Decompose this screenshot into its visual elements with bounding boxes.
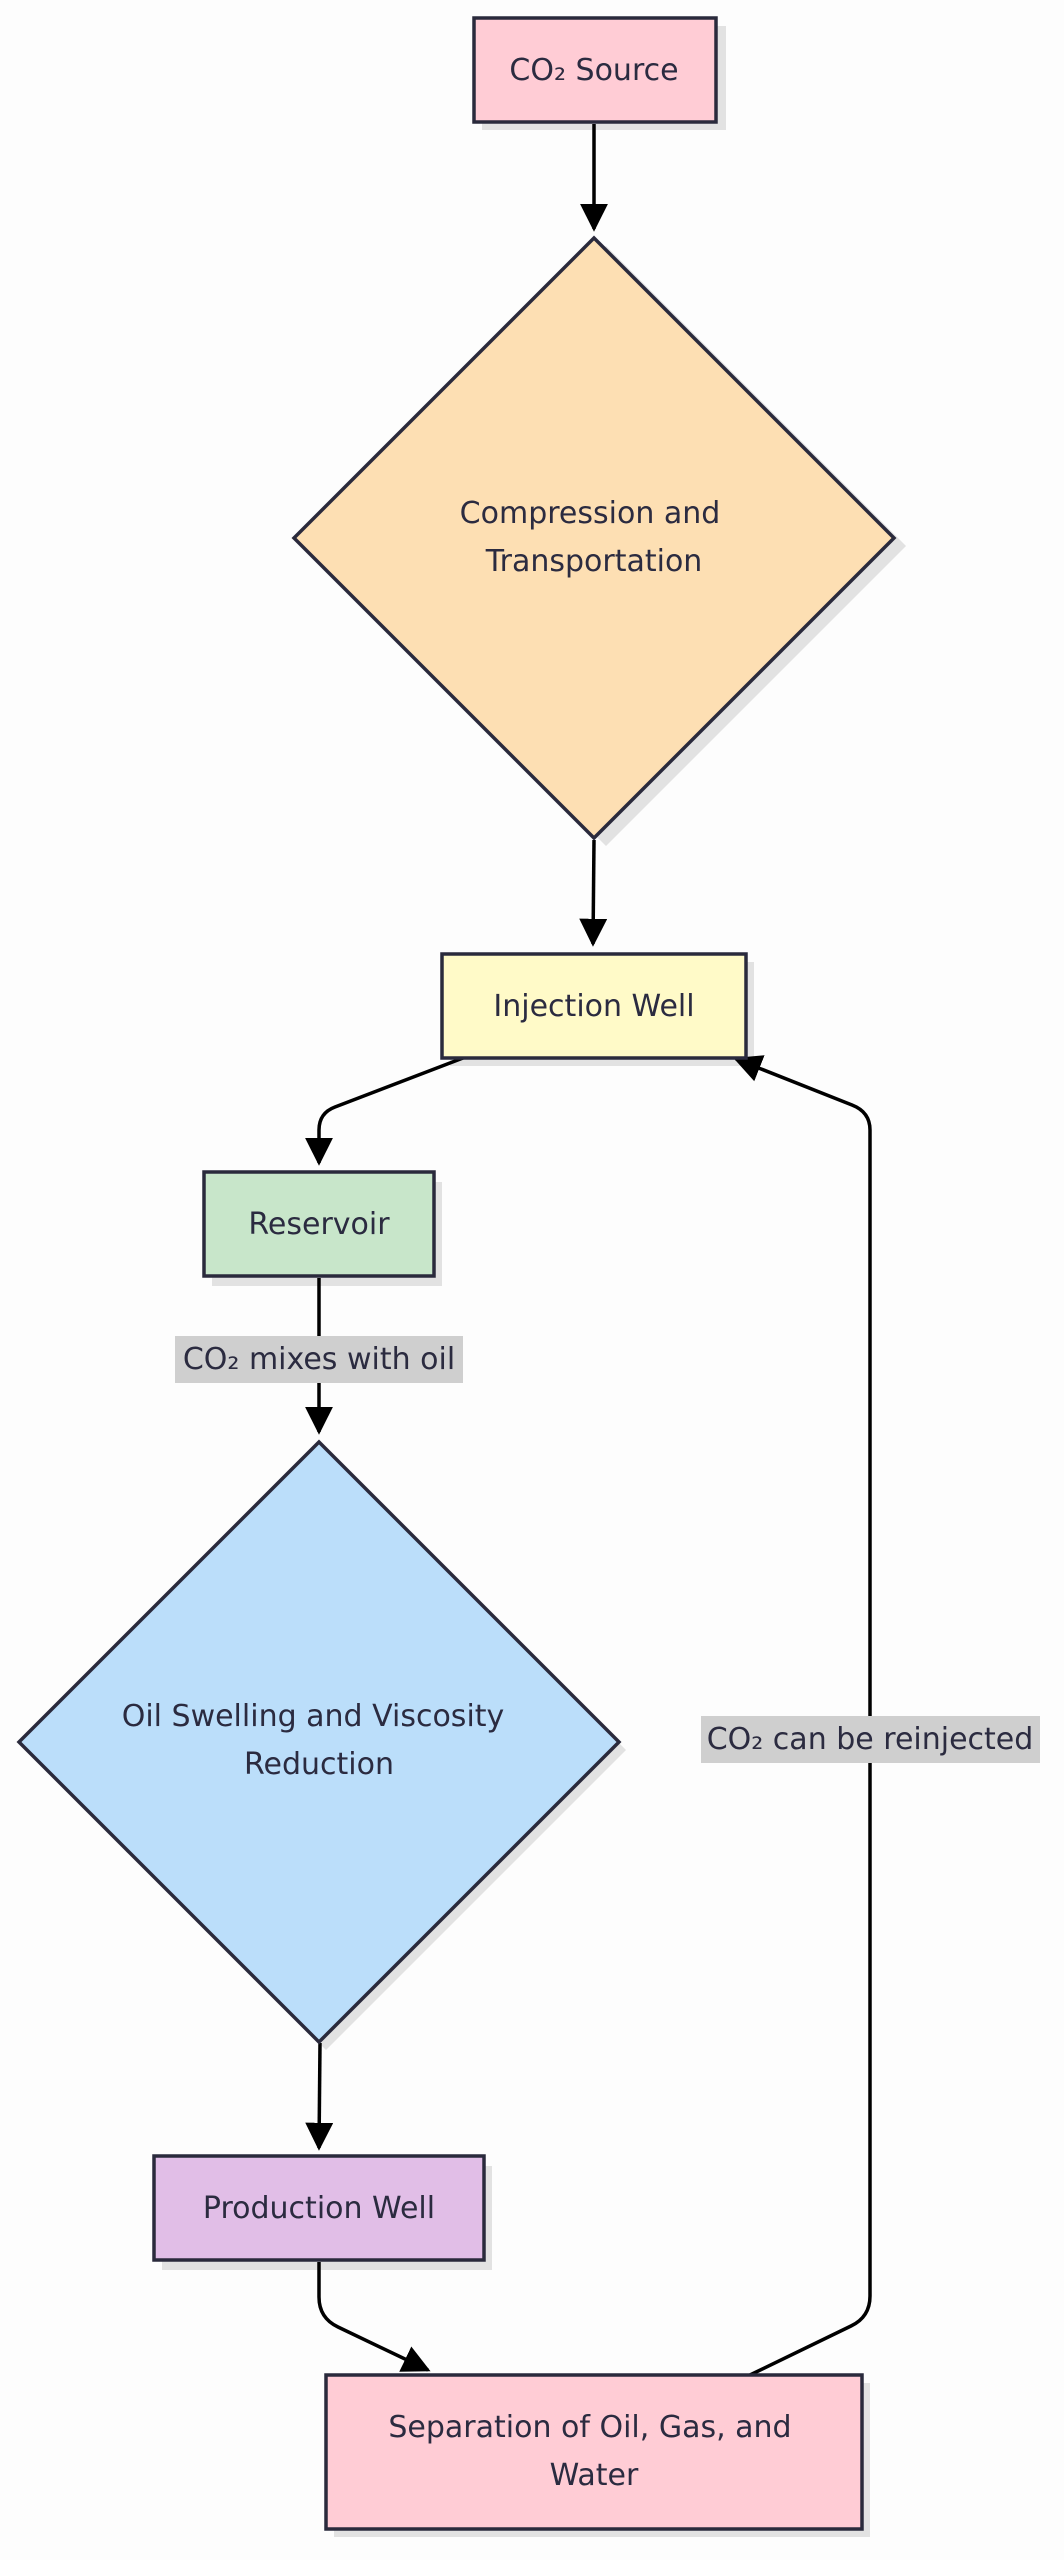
edge-separation-to-injection — [733, 1055, 872, 2377]
node-co2-source: CO₂ Source — [472, 16, 718, 124]
edge-injection-to-reservoir — [305, 1056, 464, 1166]
svg-text:CO₂ can be reinjected: CO₂ can be reinjected — [707, 1722, 1034, 1757]
svg-text:Reduction: Reduction — [244, 1747, 394, 1782]
svg-text:Injection Well: Injection Well — [493, 989, 694, 1024]
svg-text:Transportation: Transportation — [485, 544, 703, 579]
svg-text:Production Well: Production Well — [203, 2191, 435, 2226]
node-production-well: Production Well — [152, 2154, 486, 2262]
edge-production-to-separation — [317, 2262, 431, 2372]
svg-text:CO₂ Source: CO₂ Source — [509, 53, 678, 88]
node-separation: Separation of Oil, Gas, and Water — [324, 2373, 864, 2531]
svg-text:Oil Swelling and Viscosity: Oil Swelling and Viscosity — [122, 1699, 505, 1734]
svg-text:Water: Water — [550, 2458, 639, 2493]
svg-text:Compression and: Compression and — [460, 496, 721, 531]
edge-oil-swelling-to-production — [305, 2042, 334, 2151]
svg-text:CO₂ mixes with oil: CO₂ mixes with oil — [183, 1342, 455, 1377]
node-injection-well: Injection Well — [440, 952, 748, 1060]
edge-label-co2-reinjected: CO₂ can be reinjected — [701, 1716, 1040, 1763]
edge-label-co2-mixes: CO₂ mixes with oil — [175, 1336, 463, 1383]
svg-text:Separation of Oil, Gas, and: Separation of Oil, Gas, and — [388, 2410, 791, 2445]
svg-text:Reservoir: Reservoir — [248, 1207, 390, 1242]
node-oil-swelling-viscosity: Oil Swelling and Viscosity Reduction — [16, 1439, 622, 2045]
node-reservoir: Reservoir — [202, 1170, 436, 1278]
edge-compression-to-injection — [579, 839, 608, 947]
node-compression-transportation: Compression and Transportation — [291, 235, 897, 841]
